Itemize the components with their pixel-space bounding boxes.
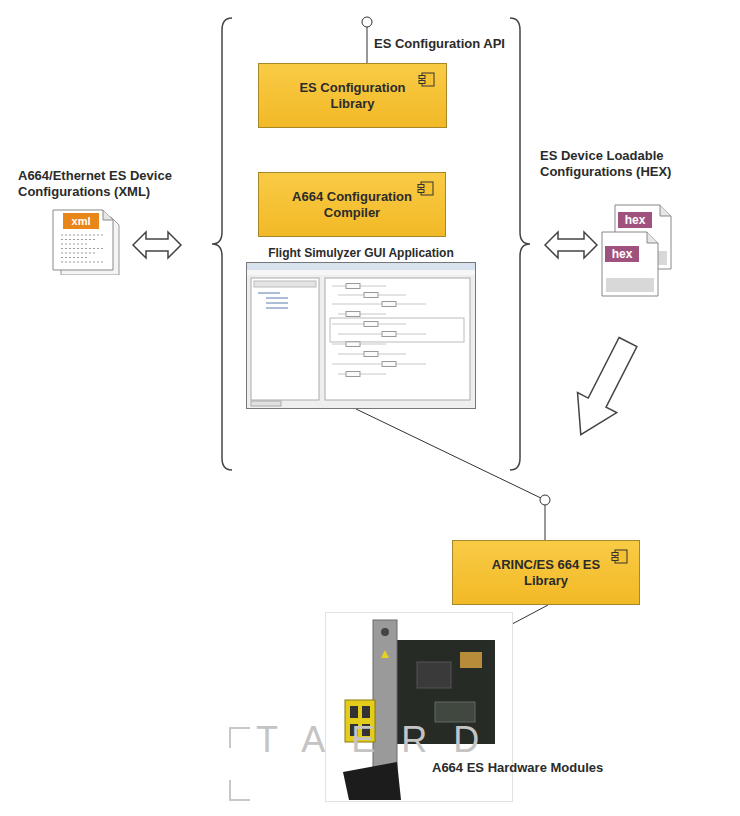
component-box: ES Configuration Library bbox=[258, 63, 447, 128]
interface-stem bbox=[367, 27, 368, 63]
file-tab bbox=[618, 212, 652, 228]
component-port bbox=[419, 81, 425, 84]
form-line bbox=[338, 314, 386, 315]
form-field bbox=[346, 372, 360, 377]
connector-port bbox=[362, 706, 370, 718]
file-type-tag: hex bbox=[605, 246, 639, 262]
component-icon bbox=[417, 181, 435, 196]
page-fold bbox=[660, 205, 671, 216]
file-page bbox=[53, 210, 113, 270]
component-icon bbox=[611, 549, 629, 564]
text-line bbox=[61, 257, 89, 258]
file-tab bbox=[63, 213, 99, 229]
file-type-tag: xml bbox=[63, 213, 99, 229]
component-body bbox=[615, 550, 627, 563]
component-port bbox=[612, 553, 618, 556]
form-field bbox=[382, 332, 396, 337]
component-box: ARINC/ES 664 ES Library bbox=[452, 540, 640, 605]
tree-item bbox=[266, 308, 288, 309]
form-pane bbox=[325, 278, 470, 400]
interface-label: ES Configuration API bbox=[374, 36, 505, 52]
tree-item bbox=[266, 298, 288, 299]
panel-marker bbox=[381, 650, 389, 658]
ejector-handle bbox=[343, 762, 401, 800]
figure-node: ES Device Loadable Configurations (HEX) h… bbox=[535, 148, 720, 298]
file-type-tag: hex bbox=[618, 212, 652, 228]
right-brace bbox=[510, 18, 530, 470]
tree-item bbox=[266, 303, 288, 304]
figure-node: A664/Ethernet ES Device Configurations (… bbox=[15, 165, 215, 275]
form-field bbox=[382, 362, 396, 367]
form-line bbox=[332, 304, 426, 305]
component-box: A664 Configuration Compiler bbox=[258, 172, 446, 237]
window-frame bbox=[247, 263, 476, 409]
form-field bbox=[364, 352, 378, 357]
double-arrow bbox=[133, 232, 181, 258]
form-line bbox=[338, 374, 386, 375]
watermark: TAERD bbox=[256, 722, 505, 758]
left-brace bbox=[212, 18, 232, 470]
component-body bbox=[421, 182, 433, 195]
component-port bbox=[418, 185, 424, 188]
connector-port bbox=[350, 706, 358, 718]
text-line bbox=[61, 239, 97, 240]
component-name: ES Configuration Library bbox=[288, 80, 418, 112]
application-screenshot bbox=[246, 262, 476, 409]
form-field bbox=[364, 322, 378, 327]
chip bbox=[417, 662, 451, 688]
pane-tabs bbox=[254, 281, 316, 287]
chip bbox=[435, 702, 475, 722]
figure-caption: A664 ES Hardware Modules bbox=[432, 760, 603, 776]
file-tab bbox=[605, 246, 639, 262]
interface-lollipop bbox=[362, 17, 372, 27]
chip bbox=[460, 652, 482, 668]
text-line bbox=[61, 235, 105, 236]
title-bar bbox=[247, 263, 475, 270]
component-name: A664 Configuration Compiler bbox=[287, 189, 417, 221]
tree-item bbox=[258, 293, 280, 294]
text-line bbox=[61, 248, 105, 249]
figure-caption: ES Device Loadable Configurations (HEX) bbox=[540, 148, 715, 180]
component-name: ARINC/ES 664 ES Library bbox=[481, 557, 611, 589]
menu-bar bbox=[247, 270, 475, 275]
form-field bbox=[346, 312, 360, 317]
component-port bbox=[418, 190, 424, 193]
hollow-arrow bbox=[561, 332, 647, 445]
double-arrow bbox=[545, 232, 597, 258]
text-line bbox=[61, 262, 105, 263]
figure-caption: A664/Ethernet ES Device Configurations (… bbox=[18, 168, 213, 200]
text-line bbox=[61, 253, 97, 254]
component-body bbox=[422, 73, 434, 86]
interface-lollipop bbox=[540, 495, 550, 505]
panel-screw bbox=[381, 628, 389, 636]
form-field bbox=[382, 302, 396, 307]
text-line bbox=[61, 244, 89, 245]
page-fold bbox=[103, 210, 113, 220]
page-shade bbox=[606, 278, 654, 292]
page-fold bbox=[647, 232, 658, 243]
figure-node: Flight Simulyzer GUI Application bbox=[246, 244, 476, 409]
component-icon bbox=[418, 72, 436, 87]
group-box bbox=[330, 318, 464, 342]
connector bbox=[356, 409, 545, 540]
figure-node: A664 ES Hardware Modules bbox=[325, 612, 645, 802]
form-line bbox=[332, 364, 426, 365]
component-port bbox=[419, 76, 425, 79]
hollow-arrow-shape bbox=[561, 332, 647, 445]
tree-pane bbox=[251, 278, 319, 400]
status-bar bbox=[251, 401, 281, 406]
figure-caption: Flight Simulyzer GUI Application bbox=[246, 245, 476, 261]
file-page bbox=[602, 232, 658, 296]
component-port bbox=[612, 558, 618, 561]
form-field bbox=[364, 293, 378, 298]
form-field bbox=[346, 284, 360, 289]
